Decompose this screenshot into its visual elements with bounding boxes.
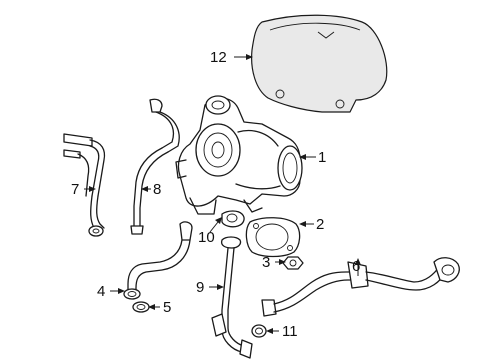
part-4-coolant-pipe bbox=[123, 221, 193, 300]
callout-labels: 12 1 2 3 4 5 6 7 8 9 10 11 bbox=[71, 49, 360, 340]
part-1-turbocharger bbox=[175, 95, 303, 215]
part-9-oil-return-pipe bbox=[211, 236, 253, 359]
callout-9: 9 bbox=[196, 279, 204, 296]
part-8-coolant-hose bbox=[130, 98, 180, 235]
callout-11: 11 bbox=[282, 323, 298, 340]
callout-1: 1 bbox=[318, 149, 326, 166]
part-7-coolant-pipe bbox=[63, 133, 106, 237]
part-6-oil-feed-pipe bbox=[261, 257, 460, 317]
leader-lines bbox=[84, 54, 361, 334]
callout-6: 6 bbox=[352, 258, 360, 275]
callout-2: 2 bbox=[316, 216, 324, 233]
callout-5: 5 bbox=[163, 299, 171, 316]
part-5-washer bbox=[132, 301, 150, 313]
part-10-gasket bbox=[221, 210, 245, 228]
callout-8: 8 bbox=[153, 181, 161, 198]
callout-7: 7 bbox=[71, 181, 79, 198]
callout-4: 4 bbox=[97, 283, 105, 300]
part-11-seal-ring bbox=[251, 324, 267, 338]
callout-10: 10 bbox=[198, 229, 215, 246]
callout-3: 3 bbox=[262, 254, 270, 271]
part-2-gasket bbox=[245, 217, 301, 258]
part-12-heat-shield bbox=[251, 14, 388, 113]
callout-12: 12 bbox=[210, 49, 227, 66]
part-3-nut bbox=[282, 256, 304, 270]
